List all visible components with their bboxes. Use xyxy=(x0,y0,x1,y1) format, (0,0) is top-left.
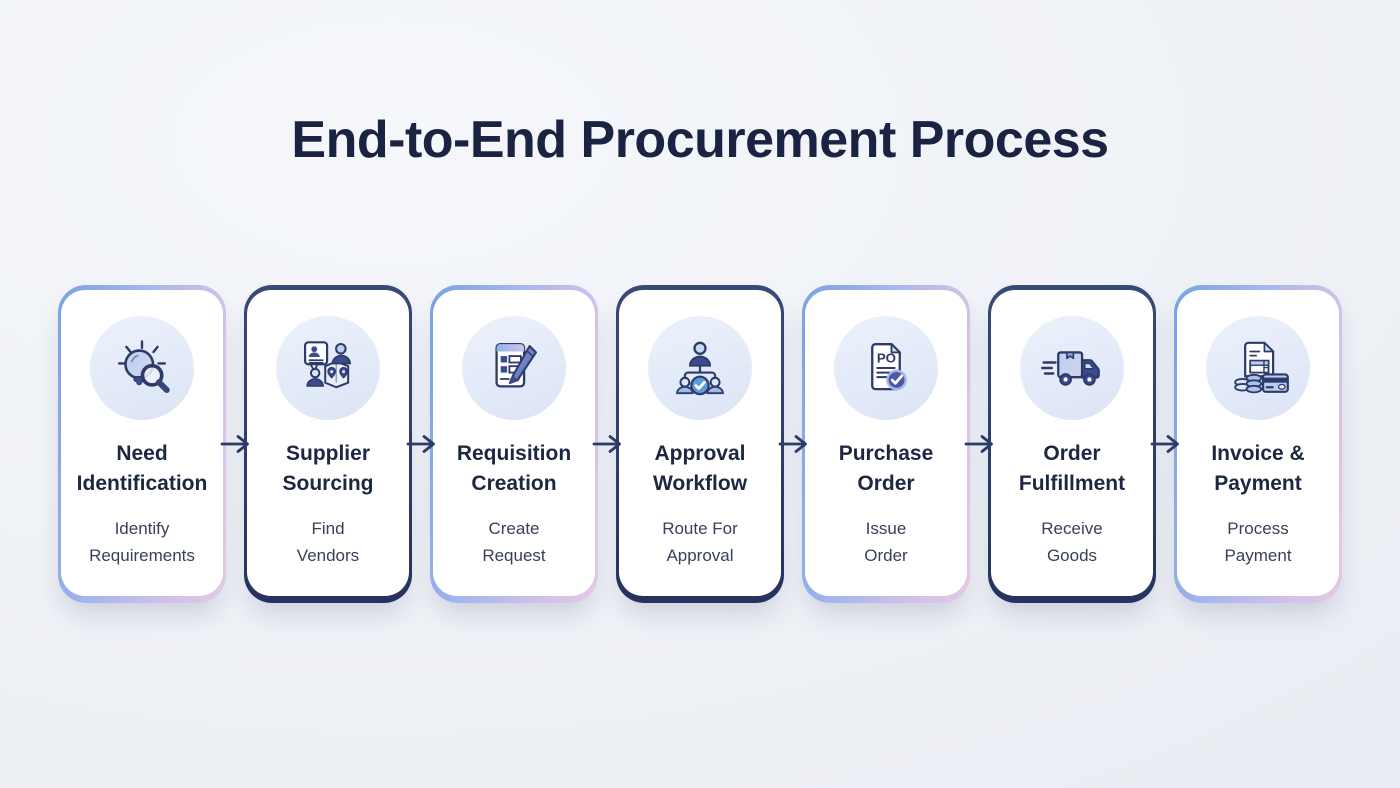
step-card-body: Order Fulfillment Receive Goods xyxy=(991,290,1153,596)
step-subtitle-line: Payment xyxy=(1224,546,1292,565)
right-arrow-icon xyxy=(220,435,249,453)
step-title-line: Sourcing xyxy=(282,472,374,495)
step-icon-circle xyxy=(1020,316,1124,420)
step-title: Invoice & Payment xyxy=(1211,439,1304,499)
delivery-truck-icon xyxy=(1041,351,1100,386)
step-title: Need Identification xyxy=(77,439,208,499)
step-title: Purchase Order xyxy=(839,439,934,499)
step-icon-circle xyxy=(462,316,566,420)
process-flow: Need Identification Identify Requirement… xyxy=(0,285,1400,603)
step-title-line: Requisition xyxy=(456,442,572,465)
flow-arrow xyxy=(406,285,435,603)
step-subtitle-line: Receive xyxy=(1041,519,1103,538)
step-title-line: Creation xyxy=(471,472,557,495)
step-card-invoice-payment: Invoice & Payment Process Payment xyxy=(1174,285,1342,603)
document-pen-icon xyxy=(495,343,538,388)
step-subtitle-line: Requirements xyxy=(89,546,195,565)
step-subtitle: Receive Goods xyxy=(1041,515,1102,569)
step-card-body: PO Purchase Order Issue Order xyxy=(805,290,967,596)
step-icon-circle xyxy=(276,316,380,420)
right-arrow-icon xyxy=(406,435,435,453)
step-card-body: Supplier Sourcing Find Vendors xyxy=(247,290,409,596)
step-title-line: Fulfillment xyxy=(1018,472,1126,495)
invoice-coins-card-icon xyxy=(1234,341,1289,394)
step-title-line: Workflow xyxy=(652,472,748,495)
flow-arrow xyxy=(592,285,621,603)
step-subtitle-line: Vendors xyxy=(296,546,360,565)
step-card-body: Need Identification Identify Requirement… xyxy=(61,290,223,596)
step-title-line: Approval xyxy=(654,442,746,465)
right-arrow-icon xyxy=(1150,435,1179,453)
step-title-line: Invoice & xyxy=(1211,442,1305,465)
step-card-approval-workflow: Approval Workflow Route For Approval xyxy=(616,285,784,603)
org-chart-check-icon xyxy=(676,341,724,396)
step-title: Supplier Sourcing xyxy=(282,439,373,499)
page-title: End-to-End Procurement Process xyxy=(291,111,1109,169)
step-subtitle-line: Find xyxy=(311,519,345,538)
step-subtitle-line: Identify xyxy=(114,519,170,538)
step-subtitle: Find Vendors xyxy=(297,515,359,569)
step-subtitle: Process Payment xyxy=(1224,515,1291,569)
step-subtitle: Route For Approval xyxy=(662,515,738,569)
step-subtitle: Issue Order xyxy=(864,515,907,569)
step-subtitle-line: Issue xyxy=(865,519,907,538)
step-subtitle: Identify Requirements xyxy=(89,515,195,569)
step-card-body: Invoice & Payment Process Payment xyxy=(1177,290,1339,596)
step-subtitle-line: Order xyxy=(864,546,908,565)
step-card-order-fulfillment: Order Fulfillment Receive Goods xyxy=(988,285,1156,603)
step-title: Order Fulfillment xyxy=(1019,439,1125,499)
flow-arrow xyxy=(964,285,993,603)
people-map-pins-icon xyxy=(303,341,351,389)
step-title-line: Purchase xyxy=(838,442,934,465)
flow-arrow xyxy=(1150,285,1179,603)
step-card-body: Requisition Creation Create Request xyxy=(433,290,595,596)
step-title-line: Need xyxy=(116,442,168,465)
step-subtitle-line: Route For xyxy=(662,519,738,538)
step-card-purchase-order: PO Purchase Order Issue Order xyxy=(802,285,970,603)
right-arrow-icon xyxy=(592,435,621,453)
step-title-line: Order xyxy=(1043,442,1101,465)
po-document-check-icon: PO xyxy=(871,343,907,391)
step-title-line: Payment xyxy=(1214,472,1302,495)
step-subtitle-line: Process xyxy=(1227,519,1289,538)
step-subtitle-line: Request xyxy=(482,546,546,565)
po-label: PO xyxy=(877,351,896,366)
lightbulb-search-icon xyxy=(117,340,170,393)
step-title-line: Order xyxy=(857,472,915,495)
step-title-line: Identification xyxy=(76,472,208,495)
step-card-requisition-creation: Requisition Creation Create Request xyxy=(430,285,598,603)
step-title: Approval Workflow xyxy=(653,439,747,499)
step-icon-circle xyxy=(90,316,194,420)
step-title: Requisition Creation xyxy=(457,439,571,499)
step-subtitle: Create Request xyxy=(482,515,545,569)
step-card-supplier-sourcing: Supplier Sourcing Find Vendors xyxy=(244,285,412,603)
step-subtitle-line: Goods xyxy=(1046,546,1098,565)
flow-arrow xyxy=(220,285,249,603)
step-icon-circle xyxy=(648,316,752,420)
right-arrow-icon xyxy=(778,435,807,453)
step-card-need-identification: Need Identification Identify Requirement… xyxy=(58,285,226,603)
step-card-body: Approval Workflow Route For Approval xyxy=(619,290,781,596)
right-arrow-icon xyxy=(964,435,993,453)
step-icon-circle: PO xyxy=(834,316,938,420)
step-title-line: Supplier xyxy=(285,442,370,465)
step-subtitle-line: Create xyxy=(488,519,540,538)
flow-arrow xyxy=(778,285,807,603)
step-icon-circle xyxy=(1206,316,1310,420)
step-subtitle-line: Approval xyxy=(666,546,734,565)
